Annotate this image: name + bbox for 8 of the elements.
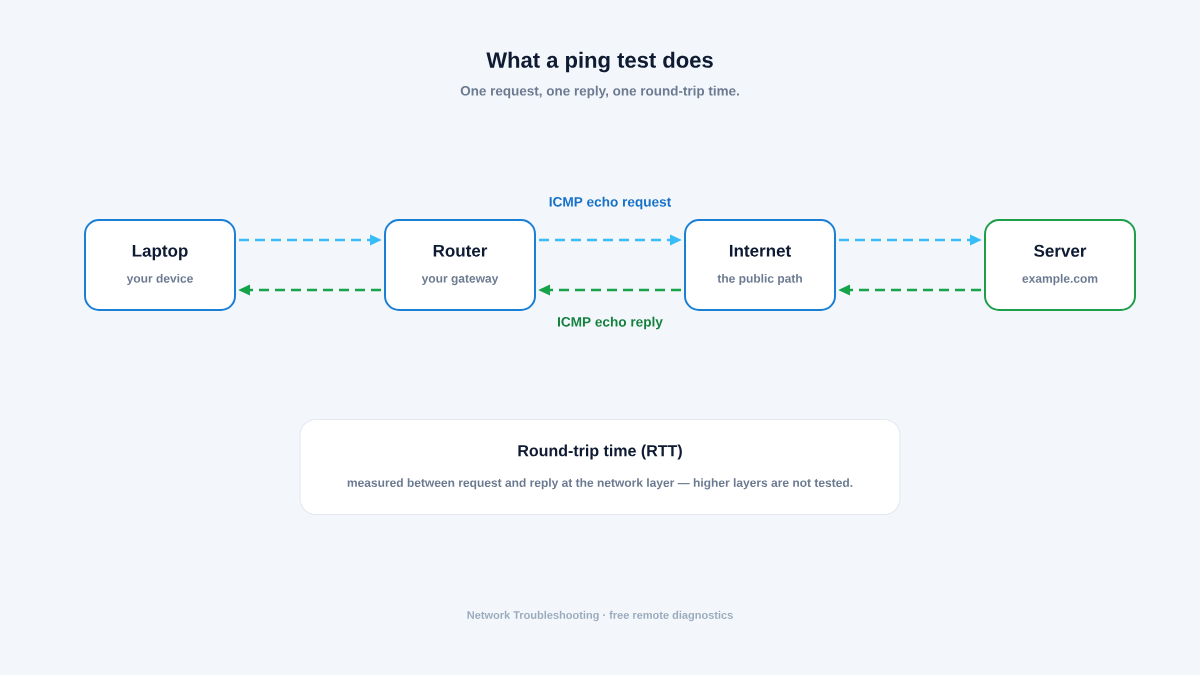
node-box: Server example.com [984,219,1136,311]
info-card: Round-trip time (RTT) measured between request and reply at the network layer — higher layers are not tested. [299,418,901,516]
node-box: Router your gateway [384,219,536,311]
title: What a ping test does [486,51,713,73]
node-box: Internet the public path [684,219,836,311]
node-box: Laptop your device [84,219,236,311]
subtitle: One request, one reply, one round-trip time. [460,85,739,99]
footer-note: Network Troubleshooting · free remote diagnostics [467,610,733,622]
